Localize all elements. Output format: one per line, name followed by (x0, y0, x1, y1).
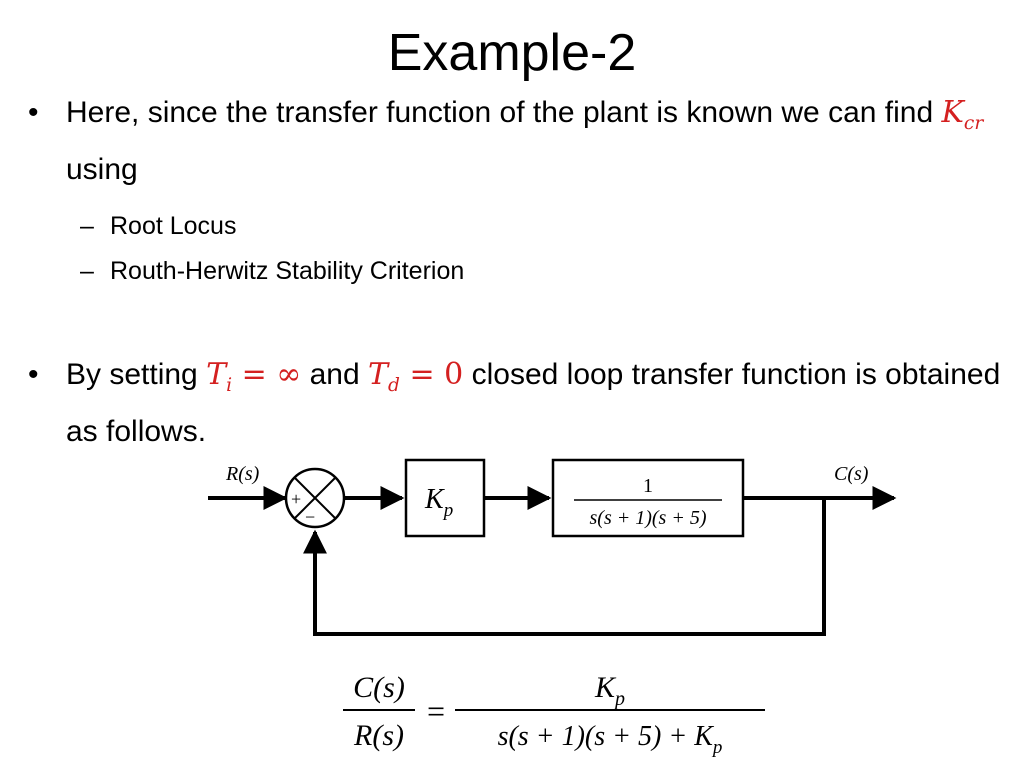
eq-equals: = (427, 693, 445, 729)
plant-block (551, 458, 745, 538)
eq-lhs-denominator: R(s) (353, 719, 404, 752)
gain-block (404, 458, 486, 538)
input-label: R(s) (225, 463, 260, 485)
summing-junction (284, 467, 346, 529)
ti-expression: Ti = ∞ (206, 357, 302, 396)
dash-marker: – (80, 257, 94, 285)
sub-item-routh: –Routh-Herwitz Stability Criterion (80, 255, 464, 287)
td-expression: Td = 0 (368, 357, 464, 396)
eq-lhs-numerator: C(s) (353, 671, 405, 704)
dash-marker: – (80, 212, 94, 240)
plus-sign: + (291, 489, 301, 509)
sub-item-root-locus: –Root Locus (80, 210, 236, 242)
bullet-dot: • (28, 96, 39, 129)
bullet-2-text-a: By setting (66, 358, 198, 391)
bullet-2: • By setting Ti = ∞ and Td = 0 closed lo… (28, 352, 1003, 455)
feedback-path (303, 498, 826, 636)
minus-sign: − (305, 507, 315, 527)
sub-item-label: Root Locus (110, 212, 237, 240)
gain-label: Kp (424, 484, 453, 521)
plant-denominator: s(s + 1)(s + 5) (590, 507, 707, 529)
bullet-2-text-b: and (309, 358, 360, 391)
bullet-1: • Here, since the transfer function of t… (28, 90, 1003, 193)
bullet-dot: • (28, 358, 39, 391)
eq-rhs-numerator: Kp (594, 671, 625, 710)
bullet-2-text-c: closed loop transfer function is obtaine… (66, 358, 1001, 448)
slide-title: Example-2 (387, 24, 637, 82)
sub-item-label: Routh-Herwitz Stability Criterion (110, 257, 465, 285)
bullet-1-text-before: Here, since the transfer function of the… (66, 96, 934, 129)
eq-rhs-denominator: s(s + 1)(s + 5) + Kp (498, 721, 723, 758)
bullet-1-text: Here, since the transfer function of the… (66, 90, 1003, 193)
output-label: C(s) (834, 463, 869, 485)
kcr-symbol: Kcr (941, 95, 984, 134)
bullet-2-text: By setting Ti = ∞ and Td = 0 closed loop… (66, 352, 1003, 455)
plant-numerator: 1 (643, 475, 653, 497)
bullet-1-text-after: using (66, 153, 138, 186)
